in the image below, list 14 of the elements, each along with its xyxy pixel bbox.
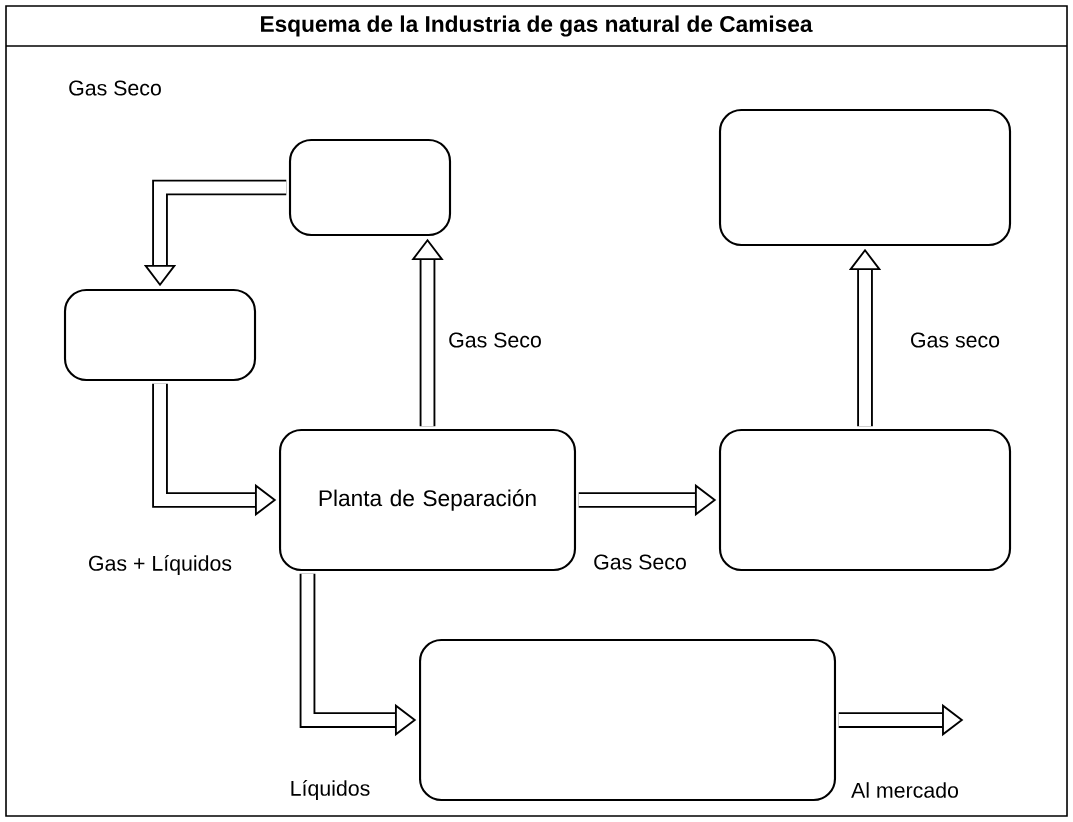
edge-label: Gas Seco (449, 332, 541, 348)
edge-label: Al mercado (851, 782, 958, 798)
edge-label: Gas Seco (69, 80, 161, 96)
edge-label: Gas Seco (594, 554, 686, 570)
title: Esquema de la Industria de gas natural de Camisea (261, 15, 813, 37)
edge-label: Gas + Líquidos (89, 554, 232, 576)
process-box (63, 288, 257, 382)
process-box: Planta de Separación (278, 428, 577, 572)
edge-label: Gas seco (911, 332, 1000, 348)
process-box (418, 638, 837, 802)
process-box (718, 108, 1012, 247)
process-box (288, 138, 452, 237)
edge-label: Líquidos (291, 779, 370, 801)
process-box (718, 428, 1012, 572)
